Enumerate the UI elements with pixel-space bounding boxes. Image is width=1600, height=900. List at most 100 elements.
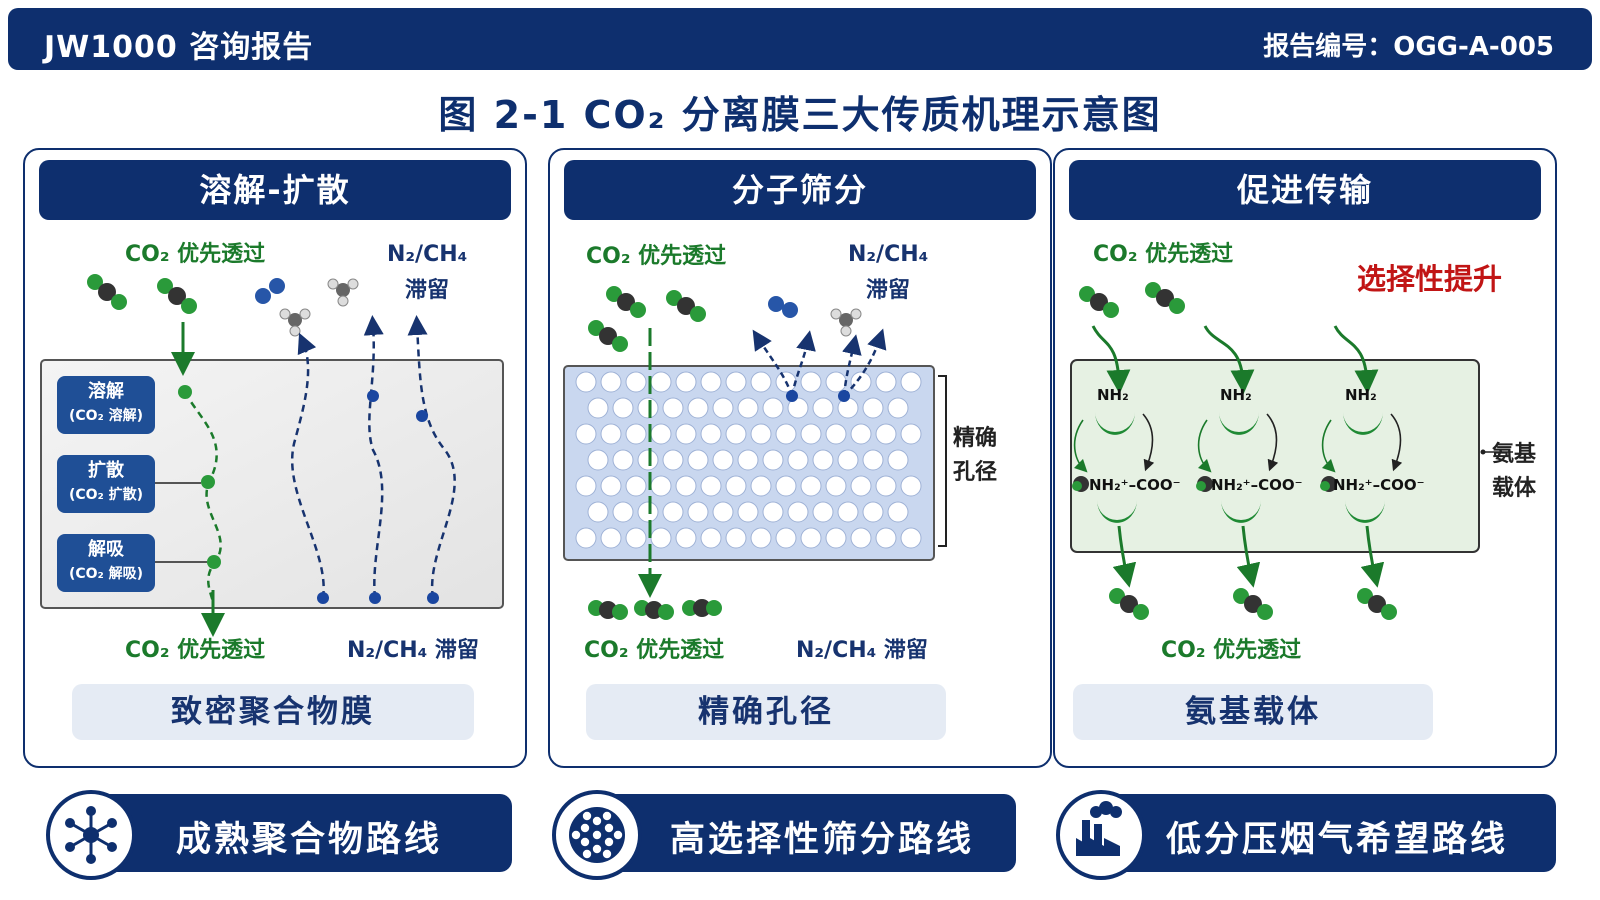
pore (775, 423, 797, 445)
retained-label-top: 滞留 (405, 278, 450, 303)
co2-molecule (682, 599, 722, 617)
factory-icon (1056, 790, 1146, 880)
co2-permeate-label-bottom: CO₂ 优先透过 (1161, 638, 1302, 663)
co2-molecule (634, 600, 674, 620)
figure-title: 图 2-1 CO₂ 分离膜三大传质机理示意图 (438, 93, 1162, 137)
pore (675, 423, 697, 445)
pore (700, 423, 722, 445)
pore (887, 397, 909, 419)
pore-grid (575, 371, 922, 549)
route-high-selectivity-sieving: 高选择性筛分路线 (570, 794, 1016, 872)
pore (650, 527, 672, 549)
pore (725, 527, 747, 549)
pore (737, 501, 759, 523)
pore (800, 371, 822, 393)
pore (825, 371, 847, 393)
dense-membrane (40, 359, 504, 609)
co2-permeate-label-top: CO₂ 优先透过 (586, 244, 727, 269)
pore (612, 501, 634, 523)
pore (812, 449, 834, 471)
pore (750, 475, 772, 497)
route-label: 高选择性筛分路线 (670, 820, 975, 860)
pore (787, 501, 809, 523)
pore (612, 449, 634, 471)
co2-molecule (87, 274, 127, 310)
pore (737, 397, 759, 419)
pore (587, 449, 609, 471)
co2-molecule (1079, 286, 1119, 318)
pore (675, 371, 697, 393)
amine-label: NH₂ (1220, 386, 1252, 404)
pore (737, 449, 759, 471)
sphere-pore (571, 830, 581, 840)
pore (600, 527, 622, 549)
ch4-molecule (279, 308, 311, 337)
header-bar: JW1000 咨询报告 报告编号：OGG-A-005 (8, 8, 1592, 70)
pore (687, 449, 709, 471)
pore (700, 475, 722, 497)
pore (612, 397, 634, 419)
co2-permeate-label-bottom: CO₂ 优先透过 (125, 638, 266, 663)
n2-ch4-path (363, 315, 384, 599)
pore (662, 397, 684, 419)
pore (675, 475, 697, 497)
panel-title-molecular-sieving: 分子筛分 (564, 160, 1036, 220)
pore (650, 475, 672, 497)
pore (700, 527, 722, 549)
pore (600, 475, 622, 497)
pore (712, 397, 734, 419)
pore (900, 475, 922, 497)
pore (875, 527, 897, 549)
n2-ch4-retained-label-bottom: N₂/CH₄ 滞留 (796, 638, 928, 663)
pore (675, 527, 697, 549)
retained-label-top: 滞留 (866, 278, 911, 303)
pore (700, 371, 722, 393)
pore (862, 449, 884, 471)
amine-carrier-set (1196, 325, 1279, 620)
pore (900, 423, 922, 445)
pore (750, 527, 772, 549)
pore (887, 501, 909, 523)
co2-molecule (157, 278, 197, 314)
pore (750, 371, 772, 393)
pore (850, 527, 872, 549)
pore (825, 475, 847, 497)
co2-permeate-label-top: CO₂ 优先透过 (1093, 242, 1234, 267)
pore (850, 371, 872, 393)
tag-dense-polymer: 致密聚合物膜 (72, 684, 474, 740)
sphere-pore (604, 823, 614, 833)
co2-molecule (588, 600, 628, 620)
amine-label: NH₂ (1097, 386, 1129, 404)
pore (875, 371, 897, 393)
pore (725, 371, 747, 393)
route-low-pressure-flue-gas: 低分压烟气希望路线 (1076, 794, 1556, 872)
co2-permeate-label-bottom: CO₂ 优先透过 (584, 638, 725, 663)
route-mature-polymer: 成熟聚合物路线 (66, 794, 512, 872)
ch4-molecule (830, 308, 862, 337)
co2-diffusion-path (183, 391, 222, 603)
carbamate-label: NH₂⁺–COO⁻ (1089, 476, 1181, 494)
pore (650, 371, 672, 393)
pore (575, 371, 597, 393)
pore (837, 449, 859, 471)
stage-diffusion: 扩散(CO₂ 扩散) (57, 455, 155, 513)
pore (725, 423, 747, 445)
pore (787, 397, 809, 419)
panel-molecular-sieving: 分子筛分 CO₂ 优先透过 N₂/CH₄ 滞留 精确孔径 CO₂ 优先透过 N₂… (548, 148, 1052, 768)
pore (637, 449, 659, 471)
pore (600, 423, 622, 445)
pore (750, 423, 772, 445)
pore (775, 475, 797, 497)
amine-carrier-side-label: 氨基载体 (1491, 442, 1536, 501)
sphere-pore (613, 830, 623, 840)
pore (587, 397, 609, 419)
n2-ch4-label-top: N₂/CH₄ (387, 242, 468, 267)
pore (587, 501, 609, 523)
route-label: 成熟聚合物路线 (176, 820, 443, 860)
n2-ch4-retained-label-bottom: N₂/CH₄ 滞留 (347, 638, 479, 663)
pore (762, 501, 784, 523)
blocked-path (843, 328, 887, 397)
co2-dot (207, 555, 221, 569)
porous-sphere-icon (552, 790, 642, 880)
pore (875, 423, 897, 445)
